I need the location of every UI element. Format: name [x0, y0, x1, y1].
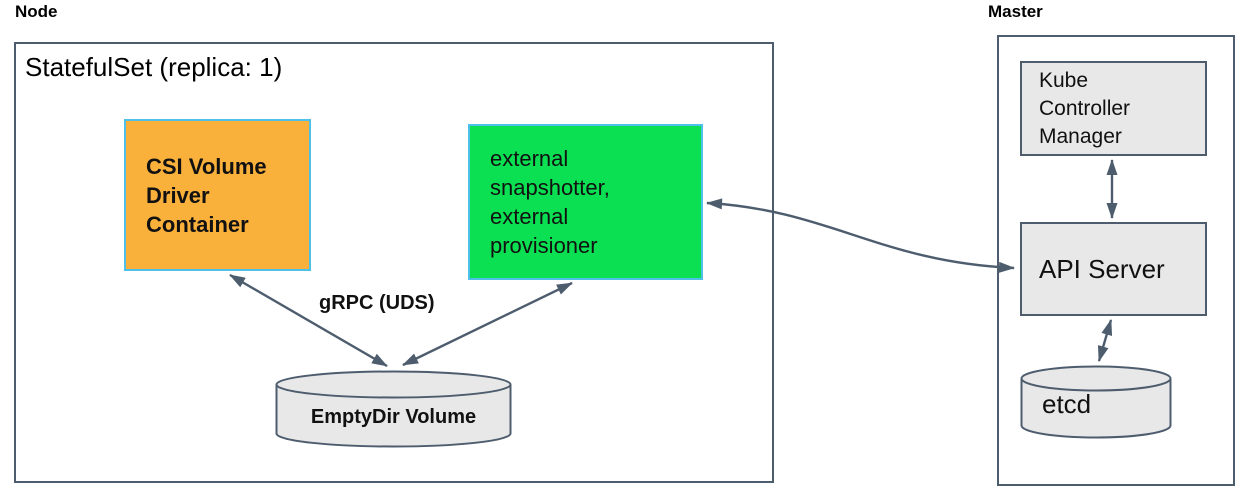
sidecar-box-text-line: external	[490, 204, 569, 229]
cylinder-shape	[275, 370, 512, 448]
kcm-text-line: Kube	[1039, 68, 1089, 92]
master-group-label: Master	[988, 2, 1043, 21]
emptydir-volume-cylinder: EmptyDir Volume	[275, 370, 512, 448]
api-server-label: API Server	[1039, 254, 1165, 284]
statefulset-label: StatefulSet (replica: 1)	[25, 52, 283, 82]
grpc-uds-label: gRPC (UDS)	[319, 292, 435, 314]
csi-box-text-line: CSI Volume	[146, 153, 267, 179]
csi-box-text-line: Driver	[146, 182, 210, 208]
etcd-cylinder: etcd	[1020, 365, 1172, 439]
emptydir-volume-label: EmptyDir Volume	[310, 406, 477, 428]
kcm-text-line: Manager	[1039, 124, 1122, 148]
sidecar-box-text-line: provisioner	[490, 233, 598, 258]
cylinder-shape	[1020, 365, 1172, 439]
sidecar-box-text-line: snapshotter,	[490, 175, 610, 200]
external-snapshotter-provisioner-box: external snapshotter, external provision…	[468, 124, 703, 280]
kcm-text-line: Controller	[1039, 96, 1131, 120]
csi-volume-driver-container-box: CSI Volume Driver Container	[124, 119, 311, 271]
kube-controller-manager-box: Kube Controller Manager	[1020, 61, 1207, 156]
etcd-label: etcd	[1042, 389, 1092, 419]
csi-box-text-line: Container	[146, 211, 249, 237]
api-server-box: API Server	[1020, 222, 1207, 316]
sidecar-box-text-line: external	[490, 146, 569, 171]
node-group-label: Node	[15, 2, 58, 21]
